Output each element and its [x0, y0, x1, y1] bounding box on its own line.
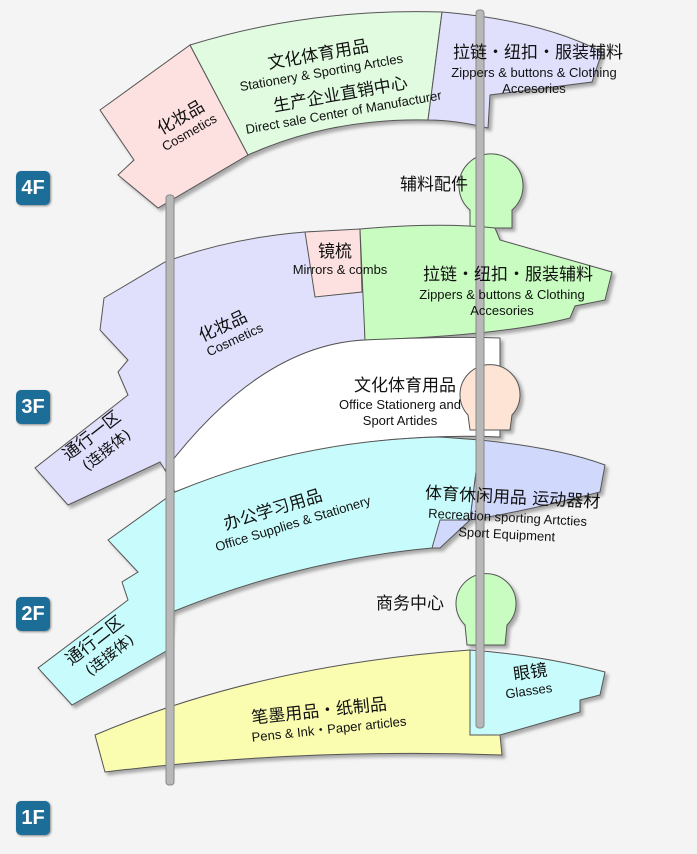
zone-4f-accessories[interactable] — [458, 153, 524, 229]
label-4f-zippers-en2: Accesories — [502, 81, 566, 96]
floor-badge-1f[interactable]: 1F — [16, 801, 50, 835]
zone-2f-office[interactable] — [37, 436, 481, 706]
label-2f-recreation-en2: Sport Equipment — [458, 524, 556, 544]
label-3f-zippers-en1: Zippers & buttons & Clothing — [419, 287, 584, 302]
floor-badge-4f[interactable]: 4F — [16, 171, 50, 205]
zone-3f-office-circle[interactable] — [459, 364, 521, 431]
label-1f-glasses-en: Glasses — [504, 680, 553, 701]
zone-3f-mirrors[interactable] — [304, 228, 363, 298]
label-4f-zippers-en1: Zippers & buttons & Clothing — [451, 65, 616, 80]
label-3f-office-en1: Office Stationerg and — [339, 397, 461, 412]
elevator-pillars — [165, 9, 485, 786]
label-3f-zippers-cn: 拉链・纽扣・服装辅料 — [423, 265, 593, 285]
label-3f-zippers-en2: Accesories — [470, 303, 534, 318]
floor-1f — [94, 649, 606, 773]
label-4f-accessories-cn: 辅料配件 — [400, 175, 468, 195]
label-3f-office-cn: 文化体育用品 — [354, 376, 456, 396]
floor-badge-3f[interactable]: 3F — [16, 390, 50, 424]
label-4f-zippers-cn: 拉链・纽扣・服装辅料 — [453, 43, 623, 63]
floor-2f — [37, 436, 606, 706]
label-1f-glasses-cn: 眼镜 — [512, 661, 548, 686]
zone-2f-recreation[interactable] — [431, 439, 606, 549]
floor-4f — [99, 11, 603, 229]
zone-3f-zippers[interactable] — [359, 224, 613, 341]
floor-badge-2f[interactable]: 2F — [16, 597, 50, 631]
label-3f-mirrors-en: Mirrors & combs — [293, 262, 388, 277]
label-3f-office-en2: Sport Artides — [363, 413, 438, 428]
zone-1f-glasses[interactable] — [469, 649, 606, 736]
zone-2f-business-circle[interactable] — [455, 573, 517, 646]
label-2f-business-cn: 商务中心 — [376, 594, 444, 614]
label-3f-mirrors-cn: 镜梳 — [318, 242, 352, 262]
zone-4f-zippers[interactable] — [427, 11, 603, 129]
floor-3f — [34, 224, 613, 506]
